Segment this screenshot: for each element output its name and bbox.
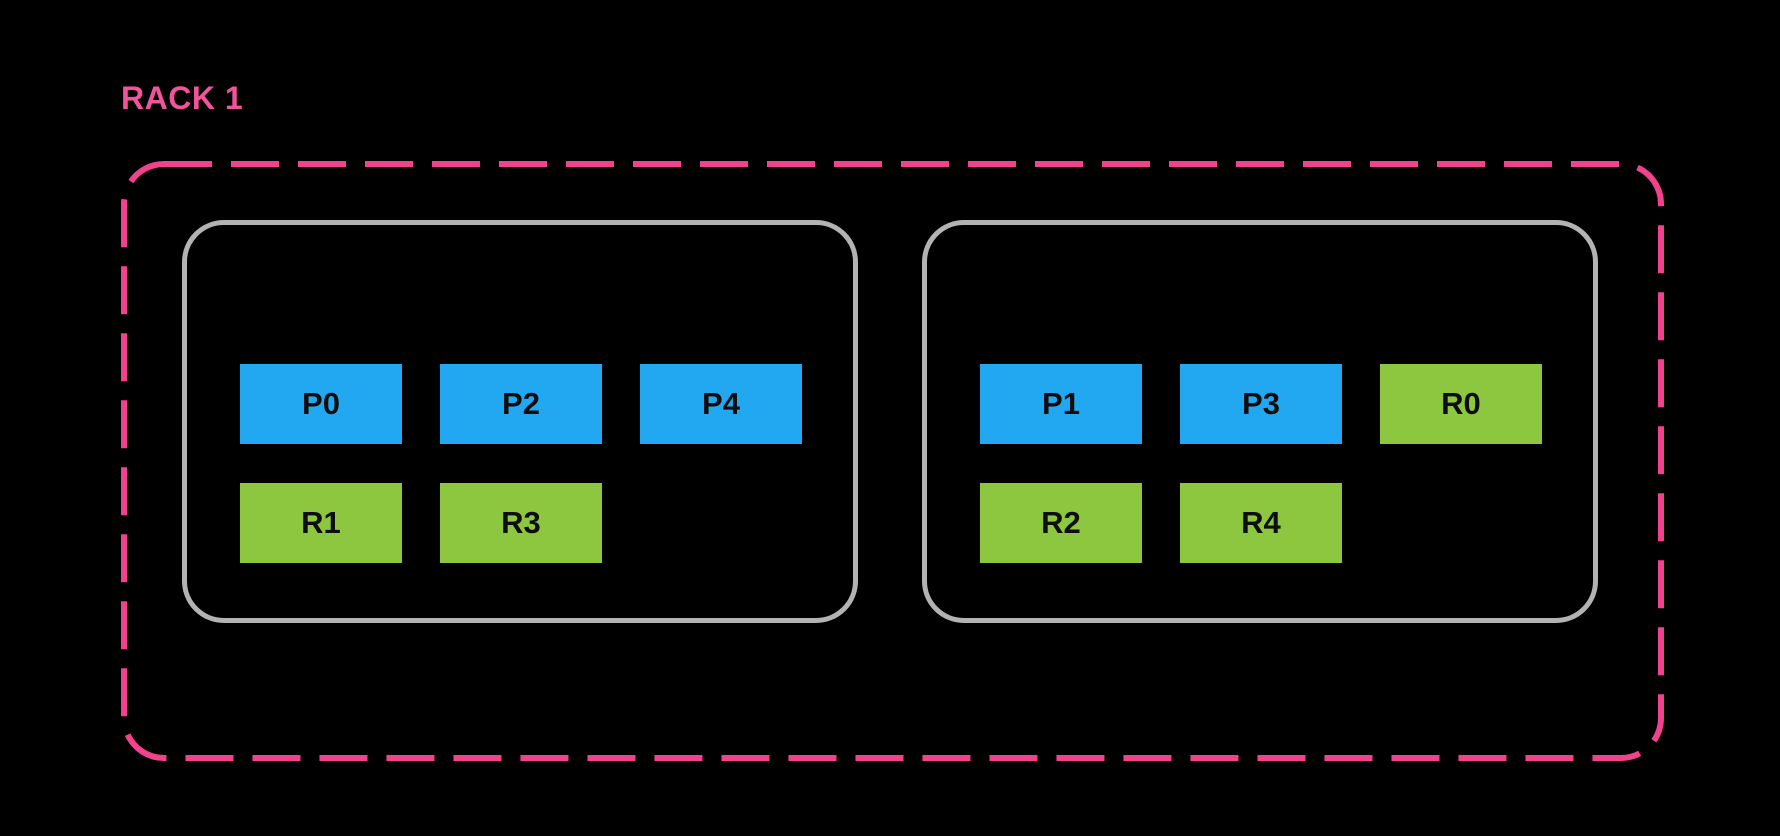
rack-dashed-border [121,161,1664,761]
slot-r2: R2 [980,483,1142,563]
slot-p2: P2 [440,364,602,444]
slot-r4: R4 [1180,483,1342,563]
node-1: P0 P2 P4 R1 R3 [182,220,858,623]
slot-p0: P0 [240,364,402,444]
slot-r0: R0 [1380,364,1542,444]
node-2: P1 P3 R0 R2 R4 [922,220,1598,623]
slot-r1: R1 [240,483,402,563]
rack-title: RACK 1 [121,80,244,116]
slot-p3: P3 [1180,364,1342,444]
slot-p1: P1 [980,364,1142,444]
slot-r3: R3 [440,483,602,563]
slot-p4: P4 [640,364,802,444]
rack-dashed-border-rect [121,161,1664,761]
